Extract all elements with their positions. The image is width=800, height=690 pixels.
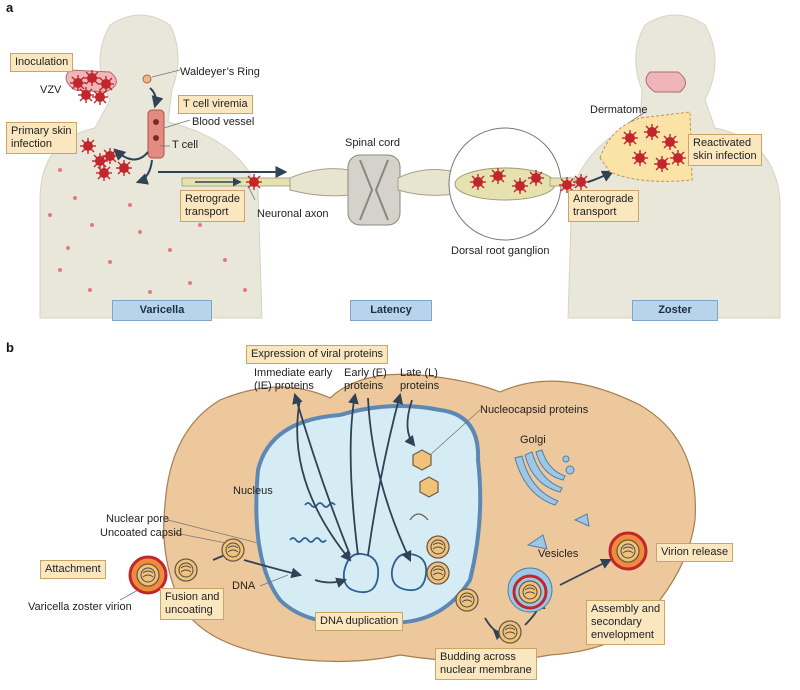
- spinal-cord-shape: [289, 154, 456, 226]
- primary-skin-infection-label: Primary skin infection: [6, 122, 77, 154]
- waldeyer-ring-node: [142, 74, 152, 84]
- blood-vessel-shape: [147, 109, 165, 159]
- waldeyer-ring-label: Waldeyer’s Ring: [180, 66, 260, 78]
- retrograde-transport-label: Retrograde transport: [180, 190, 246, 222]
- virion-release-label: Virion release: [656, 543, 734, 562]
- dorsal-root-ganglion-label: Dorsal root ganglion: [451, 245, 550, 257]
- anterograde-transport-label: Anterograde transport: [568, 190, 639, 222]
- reactivated-skin-infection-label: Reactivated skin infection: [688, 134, 762, 166]
- vzv-virion-label: Varicella zoster virion: [28, 601, 132, 613]
- protein-arrows: [212, 392, 612, 641]
- early-proteins-label: Early (E) proteins: [344, 367, 387, 392]
- attachment-label: Attachment: [40, 560, 106, 579]
- uncoated-capsid-label: Uncoated capsid: [100, 527, 182, 539]
- t-cell-label: T cell: [172, 139, 199, 151]
- released-virion: [608, 531, 648, 571]
- panel-b-letter: b: [6, 340, 14, 355]
- nucleocapsid-proteins-label: Nucleocapsid proteins: [480, 404, 589, 416]
- nucleus-label: Nucleus: [233, 485, 273, 497]
- budding-label: Budding across nuclear membrane: [435, 648, 537, 680]
- dna-duplication-label: DNA duplication: [315, 612, 404, 631]
- vzv-label: VZV: [40, 84, 62, 96]
- dna-label: DNA: [232, 580, 256, 592]
- ie-proteins-label: Immediate early (IE) proteins: [254, 367, 333, 392]
- attached-virion: [128, 555, 168, 595]
- nucleocapsid-hexagons: [409, 449, 439, 521]
- golgi-shape: [514, 449, 575, 506]
- late-proteins-label: Late (L) proteins: [400, 367, 440, 392]
- expression-label: Expression of viral proteins: [246, 345, 389, 364]
- inoculation-label: Inoculation: [10, 53, 74, 72]
- blood-vessel-label: Blood vessel: [192, 116, 255, 128]
- nuclear-pore-label: Nuclear pore: [106, 513, 169, 525]
- t-cell-viremia-label: T cell viremia: [178, 95, 253, 114]
- vesicles-label: Vesicles: [538, 548, 579, 560]
- assembly-envelopment-label: Assembly and secondary envelopment: [586, 600, 666, 645]
- stage-varicella: Varicella: [112, 300, 212, 321]
- neuronal-axon-label: Neuronal axon: [257, 208, 329, 220]
- dermatome-region: [599, 111, 693, 182]
- fusion-uncoating-label: Fusion and uncoating: [160, 588, 225, 620]
- stage-zoster: Zoster: [632, 300, 718, 321]
- golgi-label: Golgi: [520, 434, 546, 446]
- dorsal-root-ganglion-shape: [448, 127, 576, 241]
- dermatome-label: Dermatome: [590, 104, 648, 116]
- panel-a-letter: a: [6, 0, 14, 15]
- stage-latency: Latency: [350, 300, 432, 321]
- spinal-cord-label: Spinal cord: [345, 137, 401, 149]
